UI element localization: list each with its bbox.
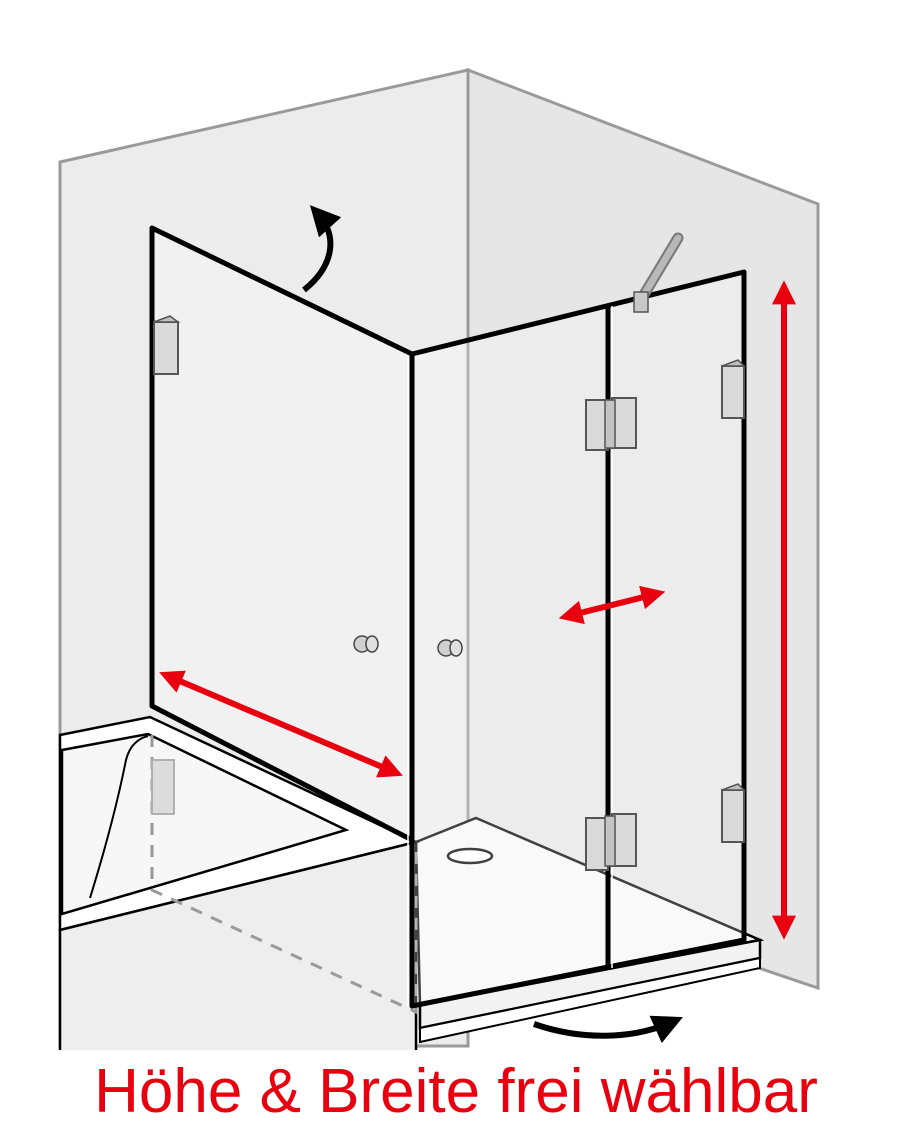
front-glass-panel [409, 269, 747, 1009]
hinge-lower [585, 813, 637, 871]
wall-bracket-upper-left [153, 315, 181, 375]
hidden-wall-bracket [151, 759, 175, 815]
double-arrow-diagonal-icon [159, 670, 403, 778]
wall-bracket-upper-right [721, 359, 746, 419]
stabilizer-bar [633, 232, 684, 313]
hinge-upper [585, 397, 637, 451]
right-wall [466, 67, 820, 991]
wall-bracket-lower-right [721, 783, 746, 843]
fittings [153, 232, 746, 871]
shower-tray [414, 816, 765, 1044]
shower-enclosure-diagram [58, 67, 820, 1050]
curved-arrow-up-left-icon [302, 205, 342, 293]
door-swing-arrows [302, 205, 683, 1044]
dimension-arrows [159, 280, 796, 940]
drain-icon [446, 847, 494, 865]
door-knob-left [353, 635, 379, 653]
curved-arrow-right-icon [533, 1015, 683, 1044]
door-knob-right [437, 639, 463, 657]
double-arrow-horizontal-icon [558, 585, 666, 625]
caption-text: Höhe & Breite frei wählbar [94, 1057, 818, 1126]
